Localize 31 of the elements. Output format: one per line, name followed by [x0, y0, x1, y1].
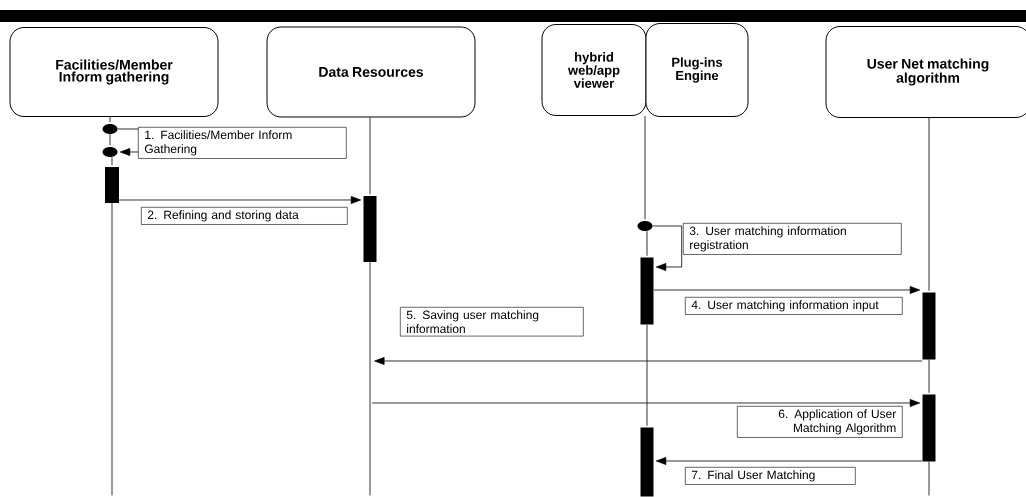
lifeline	[646, 324, 648, 427]
participant-box: hybrid web/app viewer	[541, 24, 647, 116]
edge-label: 4. User matching information input	[691, 300, 879, 312]
participant-box: Facilities/Member Inform gathering	[9, 27, 219, 117]
message-arrow	[652, 225, 683, 271]
edge-label: 6. Application of User Matching Algorithm	[778, 409, 897, 435]
lifeline	[109, 133, 111, 146]
edge-label: 7. Final User Matching	[691, 470, 815, 482]
message-arrow	[655, 457, 923, 465]
message-arrow	[653, 286, 921, 294]
edge-label: 3. User matching information registration	[689, 226, 846, 252]
lifeline	[369, 117, 371, 195]
lifeline	[111, 202, 113, 496]
message-arrow	[371, 399, 921, 407]
participant-box: Plug-ins Engine	[645, 23, 749, 117]
lifeline	[111, 156, 113, 166]
message-arrow	[118, 196, 362, 204]
lifeline	[646, 230, 648, 257]
message-arrow	[374, 357, 923, 365]
lifeline	[369, 261, 371, 496]
participant-box: Data Resources	[266, 26, 476, 118]
activation-bar	[922, 292, 936, 360]
lifeline	[928, 359, 930, 394]
activation-bar	[105, 167, 119, 203]
lifeline	[928, 117, 930, 292]
edge-label: 2. Refining and storing data	[147, 210, 299, 222]
lifeline	[928, 461, 930, 496]
participant-box: User Net matching algorithm	[825, 26, 1026, 118]
edge-label: 5. Saving user matching information	[406, 310, 539, 334]
edge-label: 1. Facilities/Member Inform Gathering	[144, 130, 292, 156]
lifeline	[109, 116, 111, 123]
